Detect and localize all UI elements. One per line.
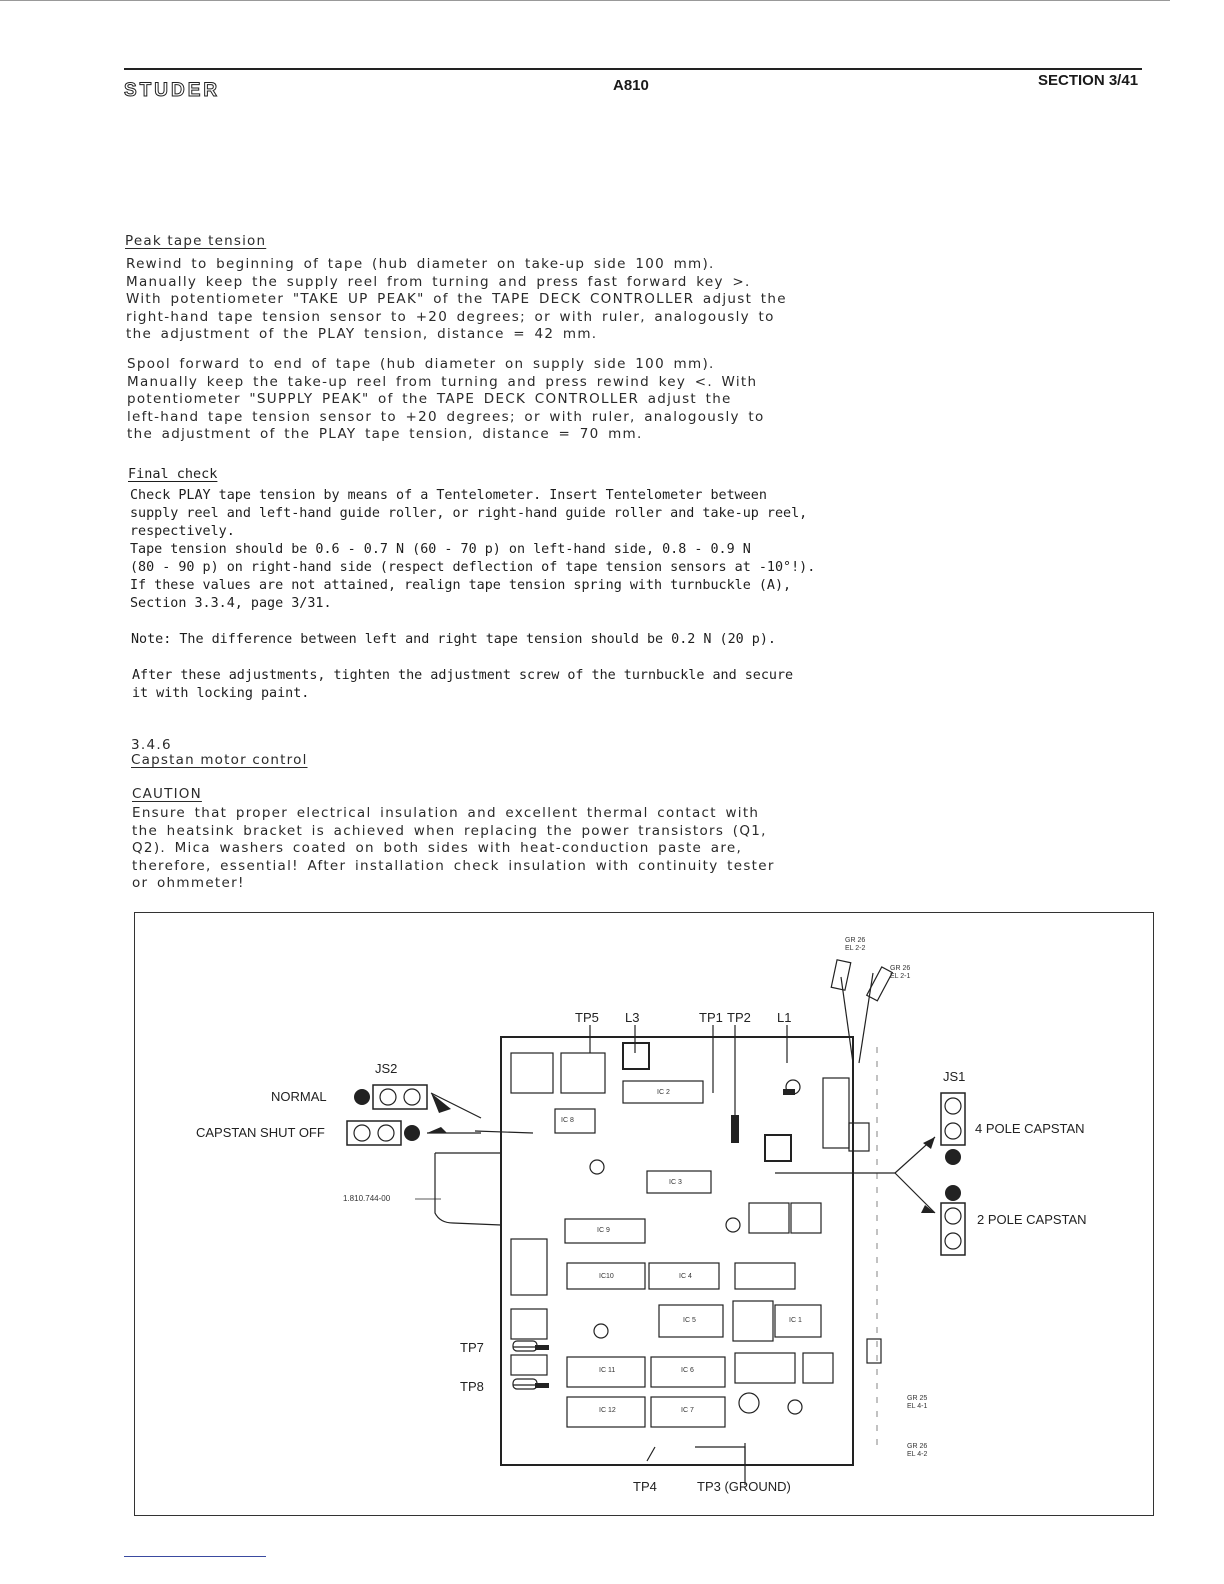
peak-paragraph-1: Rewind to beginning of tape (hub diamete… [126,256,846,344]
js1-4pole-dot [945,1149,961,1165]
pcb-diagram-frame: TP5 L3 TP1 TP2 L1 JS2 JS1 NORMAL CAPSTAN… [134,912,1154,1516]
js2-shutoff-dot [404,1125,420,1141]
peak-p1-text: Rewind to beginning of tape (hub diamete… [126,256,787,342]
l3-label: L3 [625,1010,640,1025]
gr25-el41-label: GR 25 EL 4-1 [907,1395,928,1410]
js2-label: JS2 [375,1061,398,1076]
ic-label: IC 8 [561,1117,574,1124]
peak-paragraph-2: Spool forward to end of tape (hub diamet… [127,356,847,444]
ic-label: IC 2 [657,1089,670,1096]
ic-label: IC 3 [669,1179,682,1186]
part-number-label: 1.810.744-00 [343,1194,391,1203]
gr26-el42-label: GR 26 EL 4-2 [907,1443,928,1458]
final-note-text: Note: The difference between left and ri… [131,632,776,647]
caution-text: Ensure that proper electrical insulation… [132,805,775,891]
final-note: Note: The difference between left and ri… [131,631,871,649]
caution-paragraph: Ensure that proper electrical insulation… [132,805,852,893]
tp3-ground-label: TP3 (GROUND) [697,1479,791,1494]
four-pole-capstan-label: 4 POLE CAPSTAN [975,1121,1085,1136]
js1-4pole-jumper [940,1092,966,1146]
ic-label: IC 6 [681,1367,694,1374]
gr26-el21-label: GR 26 EL 2-1 [890,965,911,980]
capstan-shut-off-label: CAPSTAN SHUT OFF [196,1125,325,1140]
final-paragraph-2: After these adjustments, tighten the adj… [132,667,872,703]
ic-label: IC10 [599,1273,614,1280]
js1-2pole-dot [945,1185,961,1201]
ic-label: IC 12 [599,1407,616,1414]
peak-heading: Peak tape tension [125,233,267,249]
final-paragraph-1: Check PLAY tape tension by means of a Te… [130,487,870,613]
gr26-el22-label: GR 26 EL 2-2 [845,937,866,952]
js1-2pole-jumper [940,1202,966,1256]
final-p2-text: After these adjustments, tighten the adj… [132,668,794,701]
normal-label: NORMAL [271,1089,327,1104]
pcb-board-outline [500,1036,854,1466]
header-rule [124,68,1142,70]
peak-p2-text: Spool forward to end of tape (hub diamet… [127,356,765,442]
js1-label: JS1 [943,1069,966,1084]
tp4-label: TP4 [633,1479,657,1494]
tp7-label: TP7 [460,1340,484,1355]
final-p1-text: Check PLAY tape tension by means of a Te… [130,488,816,611]
ic-label: IC 4 [679,1273,692,1280]
tp2-label: TP2 [727,1010,751,1025]
js2-normal-jumper [372,1084,428,1110]
two-pole-capstan-label: 2 POLE CAPSTAN [977,1212,1087,1227]
js2-normal-dot [354,1089,370,1105]
tp5-label: TP5 [575,1010,599,1025]
js2-shutoff-jumper [346,1120,402,1146]
final-heading: Final check [128,466,218,482]
capstan-heading: Capstan motor control [131,752,308,768]
l1-label: L1 [777,1010,792,1025]
caution-heading: CAUTION [132,786,202,802]
footer-short-rule [124,1556,266,1557]
ic-label: IC 1 [789,1317,802,1324]
model-title: A810 [613,77,649,94]
ic-label: IC 5 [683,1317,696,1324]
ic-label: IC 7 [681,1407,694,1414]
top-edge-rule [0,0,1170,1]
capstan-section-number: 3.4.6 [131,737,172,753]
ic-label: IC 9 [597,1227,610,1234]
tp8-label: TP8 [460,1379,484,1394]
tp1-label: TP1 [699,1010,723,1025]
brand-logo: STUDER [123,80,221,102]
section-number: SECTION 3/41 [1038,72,1139,89]
ribbon-cable-shape [434,1152,502,1226]
ic-label: IC 11 [599,1367,616,1374]
pcb-layout-drawing [346,959,966,1485]
